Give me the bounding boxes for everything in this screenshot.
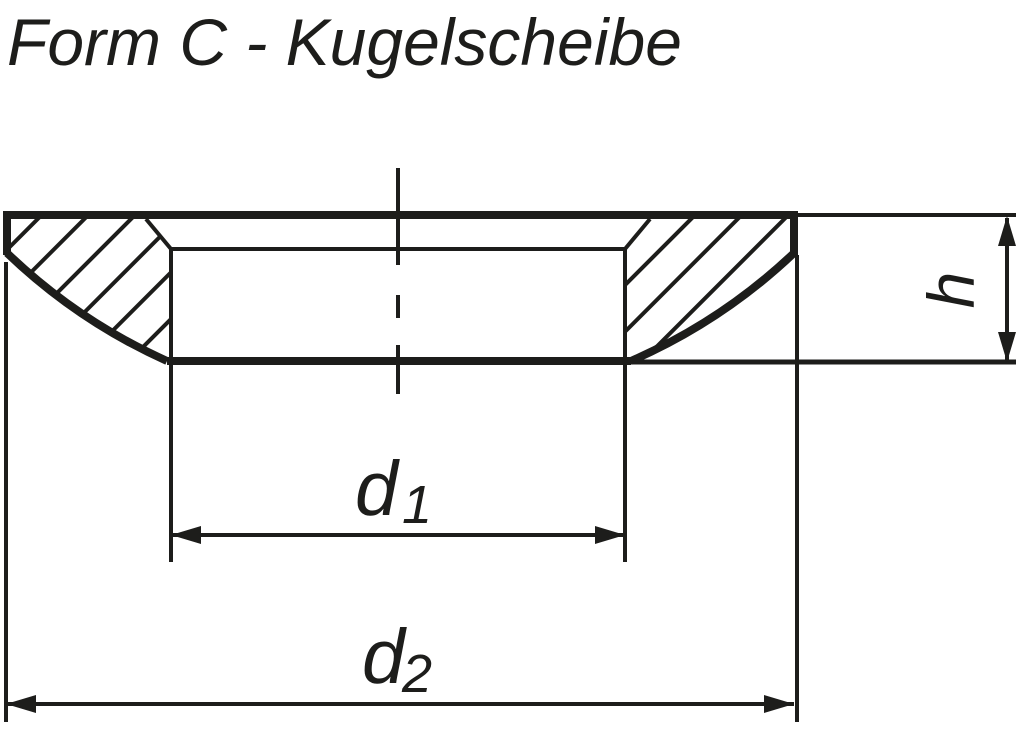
d2-label: d	[362, 614, 407, 700]
d1-arrowhead-left	[171, 526, 201, 544]
right-spherical-arc	[629, 250, 797, 365]
h-arrowhead-bottom	[998, 332, 1016, 362]
right-chamfer-edge	[623, 217, 652, 251]
left-spherical-arc	[4, 250, 169, 365]
d2-arrowhead-left	[6, 695, 36, 713]
h-arrowhead-top	[998, 216, 1016, 246]
d1-arrowhead-right	[595, 526, 625, 544]
d2-arrowhead-right	[764, 695, 794, 713]
left-hatched-section	[7, 219, 171, 361]
d1-label-subscript: 1	[402, 475, 432, 535]
d1-label: d	[355, 446, 400, 532]
right-hatched-section	[625, 219, 794, 361]
h-label: h	[914, 272, 988, 309]
drawing-title: Form C - Kugelscheibe	[7, 5, 682, 79]
d2-label-subscript: 2	[401, 644, 432, 704]
left-chamfer-edge	[144, 217, 173, 251]
